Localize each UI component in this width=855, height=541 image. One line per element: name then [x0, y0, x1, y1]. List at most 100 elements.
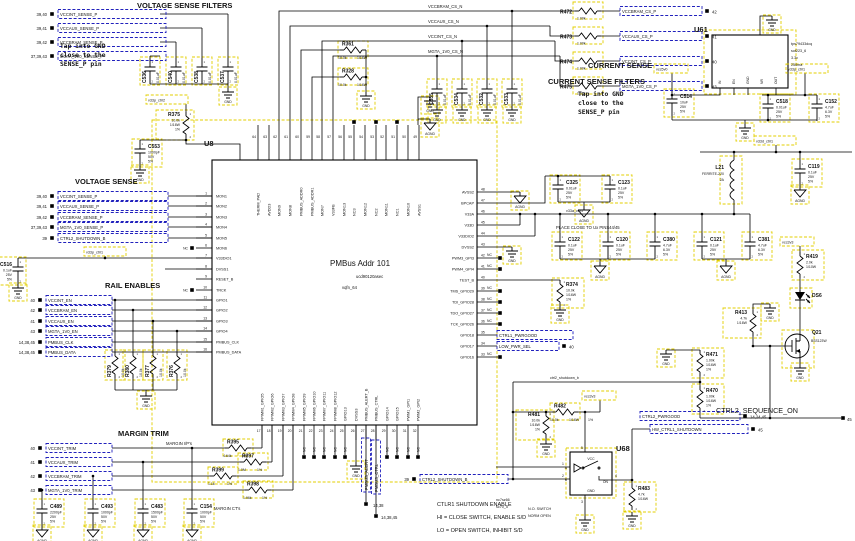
net-label-mgta_1v0_trim: MGTA_1V0_TRIM [48, 488, 83, 493]
capacitor-C532 [481, 80, 493, 106]
ref-pmbus-ctrl: 14,38,45 [381, 515, 398, 520]
u8-pin-number-40: 40 [481, 276, 485, 280]
component-box [549, 402, 581, 421]
gnd-label: GND [581, 528, 589, 532]
refdes-C380: C380 [663, 237, 675, 243]
resistor-zigzag-R483 [628, 487, 636, 507]
note-tap-gnd-2: Tap into GND [578, 90, 624, 98]
label: 25V [616, 248, 623, 252]
refdes-C152: C152 [825, 99, 837, 105]
net-stub-square [498, 311, 502, 315]
power-net-label-v33p_ctrl1: v33p_ctrl1 [788, 68, 805, 72]
net-stub-square [498, 355, 502, 359]
net-stub-square [38, 474, 42, 478]
u68-pin-gnd: GND [587, 489, 595, 493]
net-flag-ctrl1_pwrgood [496, 330, 574, 340]
label: 2 [560, 198, 562, 202]
component-box [656, 348, 676, 368]
capacitor-C516 [12, 258, 24, 284]
u8-pin-name-PWM3_GPI3: PWM3_GPI3 [452, 256, 474, 260]
component-box [452, 104, 472, 124]
net-label-vccint_sense_p: VCCINT_SENSE_P [60, 12, 97, 17]
q21-mosfet-icon [784, 333, 810, 359]
u8-pin-name-PWM4_GPI4: PWM4_GPI4 [452, 267, 474, 271]
u8-pin-name-PWM1_GPI1: PWM1_GPI1 [407, 399, 411, 421]
label: 4.7uF [663, 244, 672, 248]
u8-pin-number-9: 9 [205, 275, 207, 279]
label: 1 [752, 235, 754, 239]
component-box [741, 231, 773, 261]
label: 1% [588, 418, 593, 422]
component-box [83, 524, 103, 541]
u8-pin-number-22: 22 [309, 429, 313, 433]
u68-switch-contact [597, 466, 601, 470]
refdes-R328: R328 [342, 69, 354, 75]
u8-pin-number-49: 49 [413, 135, 417, 139]
label: 5% [825, 115, 830, 119]
u8-pin-name-PWM2_GPI2: PWM2_GPI2 [417, 399, 421, 421]
gnd-label: GND [662, 362, 670, 366]
refdes-C518: C518 [776, 99, 788, 105]
net-flag-pmbus_data [45, 347, 113, 357]
component-box [420, 117, 440, 138]
label: 1% [706, 368, 711, 372]
label: 5% [758, 253, 763, 257]
net-flag-ctrl2_pwrgood [639, 411, 741, 421]
label: 1 [704, 386, 706, 390]
label: 25V [566, 191, 573, 195]
net-stub-square [498, 300, 502, 304]
label: 5% [568, 253, 573, 257]
u8-pin-name-GPIO2: GPIO2 [216, 308, 228, 312]
net-stub-square [38, 446, 42, 450]
agnd-label: AGND [595, 275, 605, 279]
label: 2 [657, 255, 659, 259]
heading-rail-enables: RAIL ENABLES [105, 281, 160, 290]
net-stub-square [190, 246, 194, 250]
label: 2 [152, 80, 154, 84]
u8-pin-number-12: 12 [203, 306, 207, 310]
net-label-mgta_1v0_sense_p: MGTA_1V0_SENSE_P [60, 225, 103, 230]
capacitor-C535 [431, 80, 443, 106]
junction-dot [700, 212, 704, 216]
net-flag-vccbram_cs_p [619, 6, 703, 16]
u8-pin-number-31: 31 [403, 429, 407, 433]
net-stub-square [412, 477, 416, 481]
net-label-vccbram_en: VCCBRAM_EN [48, 308, 77, 313]
refdes-R377: R377 [145, 365, 151, 377]
junction-dot [141, 460, 145, 464]
refdes-R399: R399 [212, 468, 224, 474]
gnd-symbol [140, 392, 152, 403]
label: 50V [151, 515, 158, 519]
label: 0.01uF [518, 94, 522, 105]
ds6-arrowheads [807, 295, 810, 303]
label: 2 [142, 162, 144, 166]
net-stub-square [50, 215, 54, 219]
label: 25V [808, 175, 815, 179]
power-net-label-v33p_ctrl2: v33p_ctrl2 [148, 99, 165, 103]
page-ref: 42 [30, 474, 35, 479]
capacitor-C152 [811, 95, 823, 121]
label: 10.0k [139, 368, 143, 377]
u8-pin-name-PMBUS_CLK: PMBUS_CLK [216, 340, 239, 344]
net-flag-vccaux_sense_p [57, 23, 167, 33]
u68-pin-vcc: VCC [587, 457, 595, 461]
junction-dot [113, 298, 117, 302]
label: 2 [802, 182, 804, 186]
net-stub-square [38, 329, 42, 333]
net-stub-square [743, 414, 747, 418]
label: 2 [181, 375, 183, 379]
u68-num-5: 5 [581, 446, 583, 450]
refdes-C516: C516 [0, 262, 12, 268]
junction-dot [732, 212, 736, 216]
gnd-symbol [764, 304, 776, 315]
net-flag-pmbus_clk [45, 337, 113, 347]
u8-pin-name-MON12: MON12 [364, 203, 368, 216]
inductor-L21 [729, 159, 735, 201]
label: 1 [157, 352, 159, 356]
u8-pin-number-38: 38 [481, 298, 485, 302]
u68-switch-body [569, 451, 613, 496]
gnd-symbol [794, 364, 806, 375]
net-flag-vccaux_en [45, 316, 113, 326]
refdes-R474: R474 [560, 60, 572, 66]
label: 1/16W [357, 56, 368, 60]
